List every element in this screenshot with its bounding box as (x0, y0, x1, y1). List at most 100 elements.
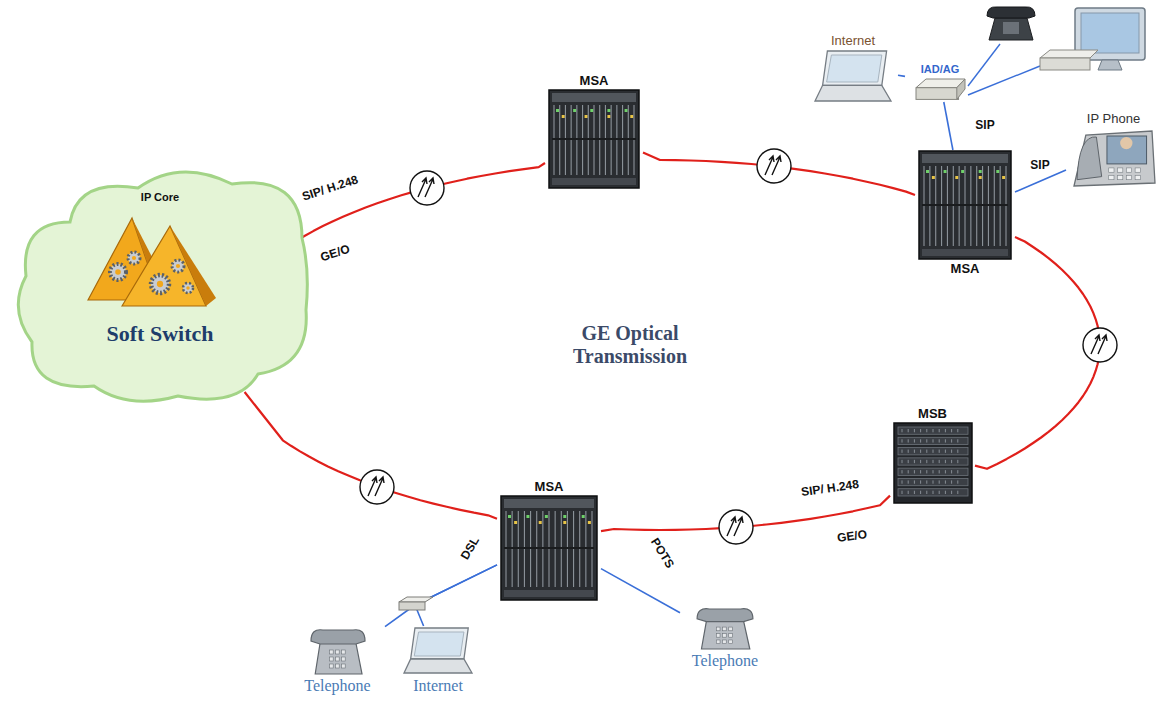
internet-laptop: Internet (808, 32, 898, 104)
dsl-splitter-part (399, 602, 425, 610)
amplifier-symbol (719, 510, 753, 544)
msb-icon-part (951, 450, 952, 453)
phone-icon-part (335, 664, 339, 668)
phone-icon-part (729, 634, 733, 638)
laptop-icon-part (404, 659, 472, 673)
telephone: Telephone (290, 626, 385, 696)
home-wiring (968, 44, 1040, 95)
amplifier-symbol-part (360, 470, 394, 504)
rack-icon-part (979, 170, 982, 173)
cloud-shape-part (132, 256, 136, 260)
iad-icon-part (916, 88, 959, 100)
rack-icon-part (996, 170, 999, 173)
node-label: Telephone (302, 676, 372, 696)
msb-icon-part (913, 450, 914, 453)
link-label: GE/O (836, 527, 868, 545)
msb-icon-part (898, 427, 968, 434)
phone-icon-part (729, 640, 733, 644)
msb-icon-part (932, 450, 933, 453)
msa-node: MSA (497, 478, 601, 601)
rack-icon-part (539, 521, 542, 524)
msb-icon-part (901, 460, 902, 463)
rack-icon-part (585, 115, 588, 118)
rack-icon-part (926, 170, 929, 173)
rack-icon-part (922, 154, 1008, 163)
cloud-shape-part (172, 260, 184, 272)
rack-icon-part (563, 515, 566, 518)
ipphone-icon-part (1106, 136, 1146, 164)
desk-phone-icon (987, 7, 1035, 40)
ip-phone: IP Phone (1066, 110, 1161, 189)
msb-icon-part (957, 480, 958, 483)
ipphone-icon-part (1120, 137, 1132, 149)
core-label: IP Core (139, 190, 181, 204)
msb-icon-part (913, 470, 914, 473)
msb-icon-part (932, 480, 933, 483)
cloud-shape-part (110, 264, 126, 280)
msb-icon-part (913, 429, 914, 432)
rack-icon-part (588, 521, 591, 524)
msb-icon-part (913, 491, 914, 494)
rack-icon-part (919, 151, 1011, 259)
msb-icon-part (957, 439, 958, 442)
cloud-shape-part (151, 275, 169, 293)
msa-node: MSA (915, 150, 1015, 277)
phone-icon-part (329, 650, 333, 654)
msb-icon-part (932, 439, 933, 442)
msb-icon-part (913, 460, 914, 463)
msb-icon-part (901, 480, 902, 483)
ipphone-icon-part (1108, 175, 1113, 179)
desk-phone-icon-part (987, 7, 1035, 18)
rack-icon-part (955, 176, 958, 179)
phone-icon-part (341, 650, 345, 654)
rack-icon-part (504, 499, 594, 508)
cloud-shape-part (186, 286, 190, 290)
node-label: MSB (916, 405, 949, 422)
rack-icon-part (508, 515, 511, 518)
msb-icon-part (932, 470, 933, 473)
phone-icon-part (723, 634, 727, 638)
msb-icon-part (938, 480, 939, 483)
rack-icon-part (504, 547, 594, 549)
desk-phone-icon-part (989, 18, 1033, 40)
rack-icon-part (552, 93, 636, 102)
laptop-icon-part (414, 632, 464, 656)
amplifier-symbol-part (719, 510, 753, 544)
msb-icon-part (920, 429, 921, 432)
msb-icon-part (932, 429, 933, 432)
ipphone-icon-part (1126, 168, 1131, 172)
access-link (898, 75, 905, 76)
cloud-shape-part (128, 252, 140, 264)
msb-icon-part (894, 423, 972, 503)
amplifier-symbol-part (368, 477, 384, 496)
amplifier-symbol-part (727, 517, 743, 536)
rack-icon-part (607, 115, 610, 118)
iad-icon-part (957, 79, 965, 99)
rack-icon-part (582, 515, 585, 518)
msb-icon-part (901, 470, 902, 473)
msb-icon-part (898, 458, 968, 465)
edge-label: POTS (646, 534, 678, 573)
msb-icon-part (957, 491, 958, 494)
msb-icon-part (926, 439, 927, 442)
msb-icon-part (938, 429, 939, 432)
msb-icon-part (898, 468, 968, 475)
msb-icon-part (926, 450, 927, 453)
phone-icon-part (716, 627, 720, 631)
amplifier-symbol-part (757, 149, 791, 183)
amplifier-symbol (360, 470, 394, 504)
phone-icon-part (701, 621, 749, 649)
amplifier-symbol-part (410, 171, 444, 205)
rack-icon-part (556, 109, 559, 112)
msb-icon-part (920, 450, 921, 453)
msb-icon-part (907, 470, 908, 473)
rack-icon-part (922, 249, 1008, 256)
msb-icon-part (907, 439, 908, 442)
cloud-shape-part (157, 281, 163, 287)
msb-icon-part (951, 470, 952, 473)
cloud-shape-part (170, 226, 216, 306)
amplifier-symbol (757, 149, 791, 183)
msb-icon-part (944, 470, 945, 473)
telephone: Telephone (680, 605, 770, 671)
